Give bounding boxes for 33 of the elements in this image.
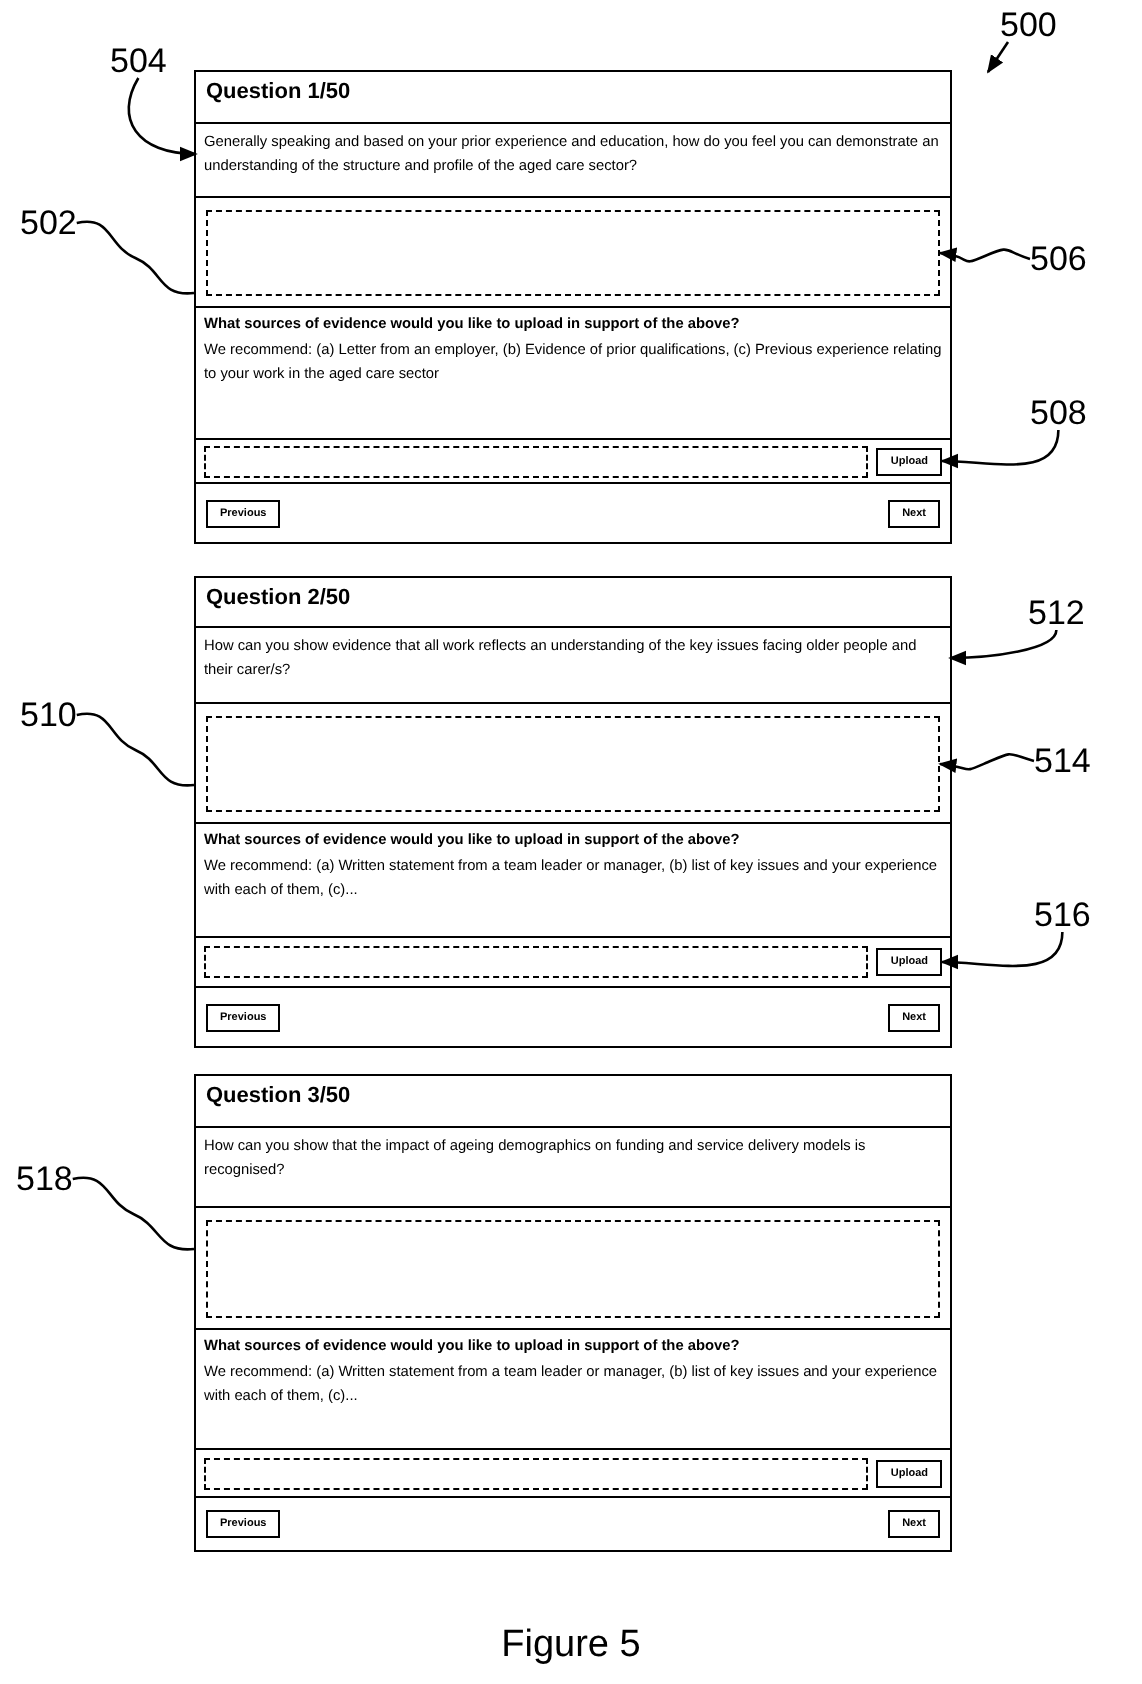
question-heading: Question 1/50 bbox=[204, 78, 353, 108]
question-heading: Question 3/50 bbox=[204, 1082, 353, 1112]
callout-number: 502 bbox=[20, 206, 77, 240]
figure-caption: Figure 5 bbox=[499, 1624, 643, 1668]
answer-text-area bbox=[206, 1220, 940, 1318]
leader-arrow bbox=[127, 77, 198, 161]
leader-arrow bbox=[940, 931, 1064, 970]
answer-text-area bbox=[206, 716, 940, 812]
leader-arrow bbox=[938, 753, 1035, 774]
leader-arrow bbox=[940, 429, 1060, 469]
form-panel bbox=[194, 1074, 952, 1552]
form-panel bbox=[194, 576, 952, 1048]
callout-number: 512 bbox=[1028, 596, 1085, 630]
answer-text-area bbox=[206, 210, 940, 296]
leader-arrow bbox=[938, 248, 1031, 263]
leader-arrow bbox=[948, 629, 1058, 665]
leader-line bbox=[76, 712, 195, 787]
leader-line bbox=[72, 1176, 195, 1251]
file-path-field bbox=[204, 946, 869, 978]
leader-line bbox=[76, 220, 195, 295]
callout-number: 506 bbox=[1030, 242, 1087, 276]
callout-number: 504 bbox=[110, 44, 167, 78]
callout-number: 510 bbox=[20, 698, 77, 732]
callout-number: 514 bbox=[1034, 744, 1091, 778]
callout-number: 518 bbox=[16, 1162, 73, 1196]
question-heading: Question 2/50 bbox=[204, 584, 353, 614]
callout-number: 500 bbox=[1000, 8, 1057, 42]
callout-number: 508 bbox=[1030, 396, 1087, 430]
file-path-field bbox=[204, 445, 869, 477]
callout-number: 516 bbox=[1034, 898, 1091, 932]
form-panel bbox=[194, 70, 952, 544]
file-path-field bbox=[204, 1457, 869, 1489]
leader-arrow bbox=[986, 41, 1010, 74]
